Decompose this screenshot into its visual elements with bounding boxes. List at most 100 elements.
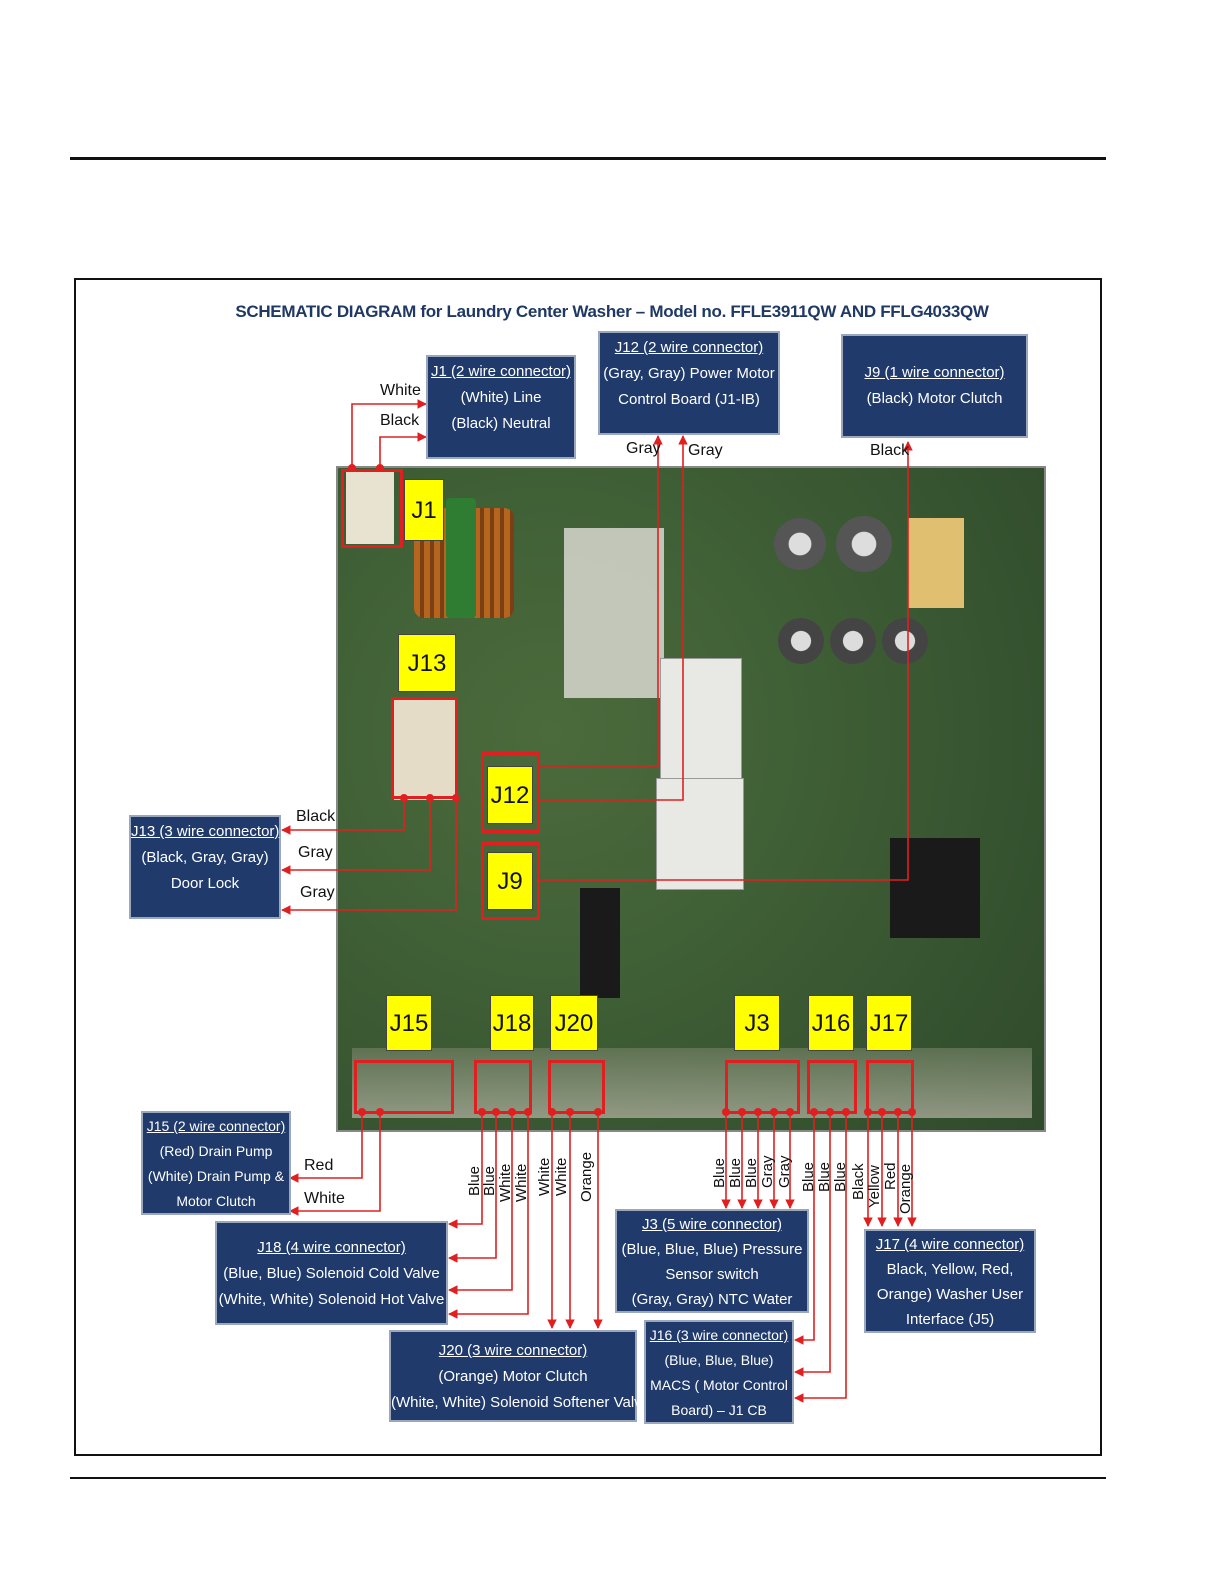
tag-j9: J9 <box>487 852 533 910</box>
tag-j18: J18 <box>490 995 534 1051</box>
j12-gray1-label: Gray <box>626 440 661 457</box>
j16-wire-label-1: Blue <box>800 1161 817 1192</box>
j15-red-label: Red <box>304 1157 334 1174</box>
j17-wire-label-1: Black <box>850 1163 867 1200</box>
tag-j20: J20 <box>550 995 598 1051</box>
j1-black-label: Black <box>380 412 420 429</box>
diagram-title: SCHEMATIC DIAGRAM for Laundry Center Was… <box>235 302 989 321</box>
j15-box-line: (Red) Drain Pump <box>159 1143 273 1159</box>
j17-box-heading: J17 (4 wire connector) <box>875 1236 1025 1253</box>
j13-gray2-label: Gray <box>300 884 335 901</box>
capacitor-4 <box>830 618 876 664</box>
j1-box-line: (White) Line <box>460 389 542 406</box>
j13-gray1-label: Gray <box>298 844 333 861</box>
j3-wire-label-1: Blue <box>711 1157 728 1188</box>
j9-connector-outline <box>481 842 540 920</box>
j1-box-line: (Black) Neutral <box>451 415 551 432</box>
j9-info-box: J9 (1 wire connector) (Black) Motor Clut… <box>841 334 1028 438</box>
tag-j15: J15 <box>386 995 432 1051</box>
relay-1 <box>660 658 742 780</box>
j18-wire-label-2: Blue <box>481 1165 498 1196</box>
j1-white-label: White <box>380 382 421 399</box>
tag-j3: J3 <box>734 995 780 1051</box>
j17-info-box: J17 (4 wire connector) Black, Yellow, Re… <box>864 1229 1036 1333</box>
j20-wire-label-3: Orange <box>578 1151 595 1202</box>
tag-j13: J13 <box>398 634 456 692</box>
j3-wire-label-2: Blue <box>727 1157 744 1188</box>
j13-box-line: (Black, Gray, Gray) <box>141 849 269 866</box>
white-chip-label <box>564 528 664 698</box>
tag-j16: J16 <box>808 995 854 1051</box>
capacitor-3 <box>778 618 824 664</box>
j13-box-heading: J13 (3 wire connector) <box>131 823 280 840</box>
j17-wire-label-4: Orange <box>897 1163 914 1214</box>
j1-box-heading: J1 (2 wire connector) <box>430 363 572 380</box>
j17-box-line: Interface (J5) <box>905 1311 995 1328</box>
j17-box-line: Black, Yellow, Red, <box>886 1261 1014 1278</box>
j15-info-box: J15 (2 wire connector) (Red) Drain Pump … <box>141 1111 291 1215</box>
header-rule <box>70 157 1106 160</box>
j20-box-heading: J20 (3 wire connector) <box>438 1342 588 1359</box>
j18-wire-label-3: White <box>497 1163 514 1202</box>
tag-j12: J12 <box>487 766 533 824</box>
j18-info-box: J18 (4 wire connector) (Blue, Blue) Sole… <box>215 1221 448 1325</box>
j1-connector-outline <box>341 469 403 548</box>
j16-box-heading: J16 (3 wire connector) <box>649 1327 789 1343</box>
j15-box-line: Motor Clutch <box>176 1193 256 1209</box>
j3-box-line: Sensor switch <box>665 1266 759 1283</box>
j12-box-line: Control Board (J1-IB) <box>618 391 760 408</box>
j20-wire-label-2: White <box>553 1157 570 1196</box>
connector-strip <box>352 1048 1032 1118</box>
black-block <box>580 888 620 998</box>
j13-connector-outline <box>391 697 458 799</box>
j3-info-box: J3 (5 wire connector) (Blue, Blue, Blue)… <box>615 1209 809 1313</box>
relay-2 <box>656 778 744 890</box>
j15-box-heading: J15 (2 wire connector) <box>146 1118 286 1134</box>
j13-black-label: Black <box>296 808 336 825</box>
capacitor-2 <box>836 516 892 572</box>
j3-box-heading: J3 (5 wire connector) <box>641 1216 783 1233</box>
j12-box-heading: J12 (2 wire connector) <box>614 339 764 356</box>
j17-box-line: Orange) Washer User <box>876 1286 1024 1303</box>
j13-info-box: J13 (3 wire connector) (Black, Gray, Gra… <box>129 815 281 919</box>
j20-box-line: (White, White) Solenoid Softener Valve <box>391 1394 651 1411</box>
j18-connector-outline <box>474 1060 532 1114</box>
capacitor-5 <box>882 618 928 664</box>
j18-wire-label-4: White <box>513 1163 530 1202</box>
j20-wire-label-1: White <box>536 1157 553 1196</box>
j16-wire-label-2: Blue <box>816 1161 833 1192</box>
j15-white-label: White <box>304 1190 345 1207</box>
green-choke <box>446 498 476 618</box>
footer-rule <box>70 1477 1106 1479</box>
j16-info-box: J16 (3 wire connector) (Blue, Blue, Blue… <box>644 1320 794 1424</box>
j12-box-line: (Gray, Gray) Power Motor <box>603 365 775 382</box>
j3-wire-label-5: Gray <box>776 1155 793 1188</box>
transformer <box>908 518 964 608</box>
j16-box-line: Board) – J1 CB <box>671 1402 767 1418</box>
tag-j17: J17 <box>866 995 912 1051</box>
j17-connector-outline <box>866 1060 914 1114</box>
j17-wire-label-2: Yellow <box>866 1165 883 1208</box>
j18-box-heading: J18 (4 wire connector) <box>257 1239 406 1256</box>
j9-box-heading: J9 (1 wire connector) <box>864 364 1005 381</box>
j18-box-line: (White, White) Solenoid Hot Valve <box>218 1291 445 1308</box>
j16-wire-label-3: Blue <box>832 1161 849 1192</box>
j15-connector-outline <box>354 1060 454 1114</box>
white-connector-j1 <box>346 472 394 544</box>
capacitor-1 <box>774 518 826 570</box>
j12-gray2-label: Gray <box>688 442 723 459</box>
tag-j1: J1 <box>404 479 444 541</box>
j18-box-line: (Blue, Blue) Solenoid Cold Valve <box>223 1265 440 1282</box>
j12-connector-outline <box>481 752 540 833</box>
j12-info-box: J12 (2 wire connector) (Gray, Gray) Powe… <box>598 331 780 435</box>
j9-box-line: (Black) Motor Clutch <box>866 390 1003 407</box>
j3-connector-outline <box>725 1060 800 1114</box>
j20-box-line: (Orange) Motor Clutch <box>438 1368 588 1385</box>
j16-box-line: MACS ( Motor Control <box>650 1377 788 1393</box>
j15-box-line: (White) Drain Pump & <box>147 1168 285 1184</box>
j16-box-line: (Blue, Blue, Blue) <box>664 1352 774 1368</box>
white-connector-j13 <box>394 700 456 800</box>
j13-box-line: Door Lock <box>170 875 240 892</box>
j3-box-line: (Blue, Blue, Blue) Pressure <box>621 1241 803 1258</box>
